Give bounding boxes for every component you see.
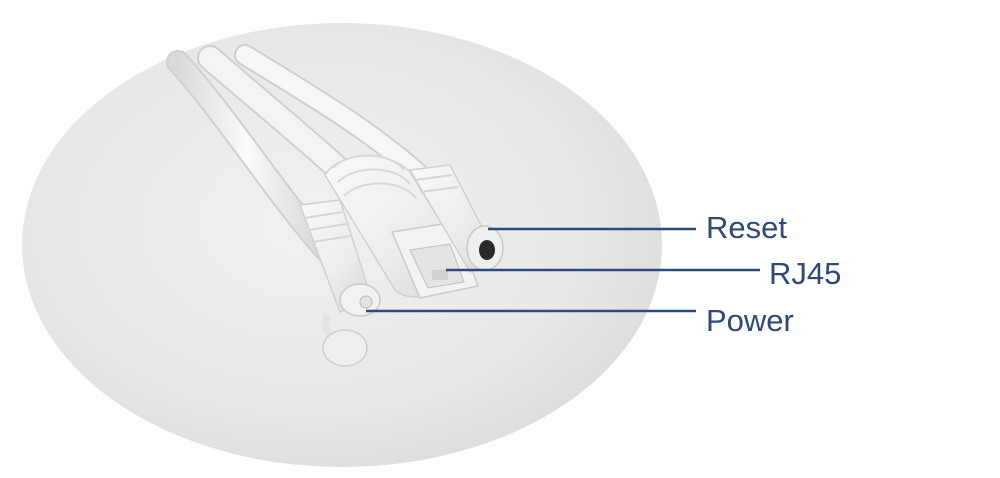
reset-label: Reset	[706, 210, 787, 245]
callout-lines	[366, 227, 760, 313]
reset-connector	[408, 164, 504, 273]
rj45-label: RJ45	[769, 256, 842, 291]
power-connector	[298, 199, 381, 367]
power-label: Power	[706, 303, 794, 338]
